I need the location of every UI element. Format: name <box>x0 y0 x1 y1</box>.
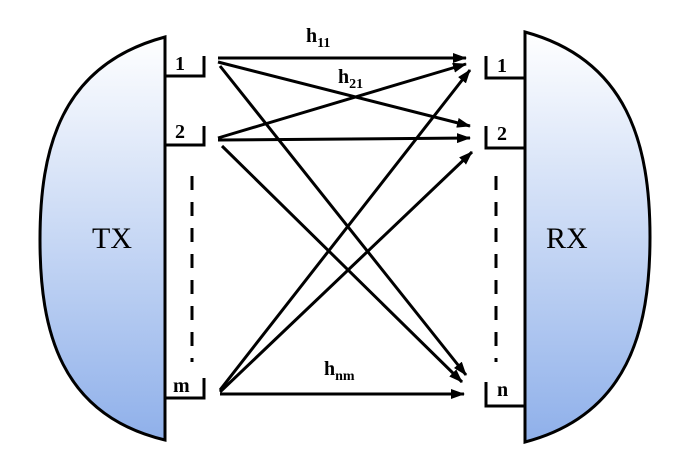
channel-label-h11: h11 <box>306 25 330 51</box>
rx-antenna-n <box>484 382 525 408</box>
arrow-tx2-rx2 <box>217 133 471 144</box>
tx-antenna-2 <box>165 126 206 147</box>
arrow-txm-rx1 <box>218 69 472 391</box>
rx-antenna-label-n: n <box>497 379 508 401</box>
tx-antenna-label-m: m <box>173 375 190 397</box>
rx-shape <box>523 30 652 444</box>
tx-antenna-label-1: 1 <box>175 53 185 75</box>
arrow-tx2-rx1 <box>217 62 467 140</box>
tx-shape <box>38 35 167 442</box>
channel-label-hnm: hnm <box>324 358 355 384</box>
arrow-tx2-rxn <box>220 144 464 384</box>
rx-antenna-label-1: 1 <box>497 55 507 77</box>
rx-antenna-1 <box>484 56 525 80</box>
rx-antenna-2 <box>484 126 525 150</box>
rx-antenna-label-2: 2 <box>497 123 507 145</box>
channel-label-h21: h21 <box>338 66 363 92</box>
rx-label: RX <box>546 222 588 255</box>
tx-antenna-label-2: 2 <box>175 121 185 143</box>
tx-antenna-m <box>165 378 206 400</box>
arrow-tx1-rxn <box>218 65 468 376</box>
tx-label: TX <box>92 222 132 255</box>
arrow-tx1-rx2 <box>217 60 471 128</box>
arrow-txm-rx2 <box>218 150 474 394</box>
tx-antenna-1 <box>165 56 206 78</box>
